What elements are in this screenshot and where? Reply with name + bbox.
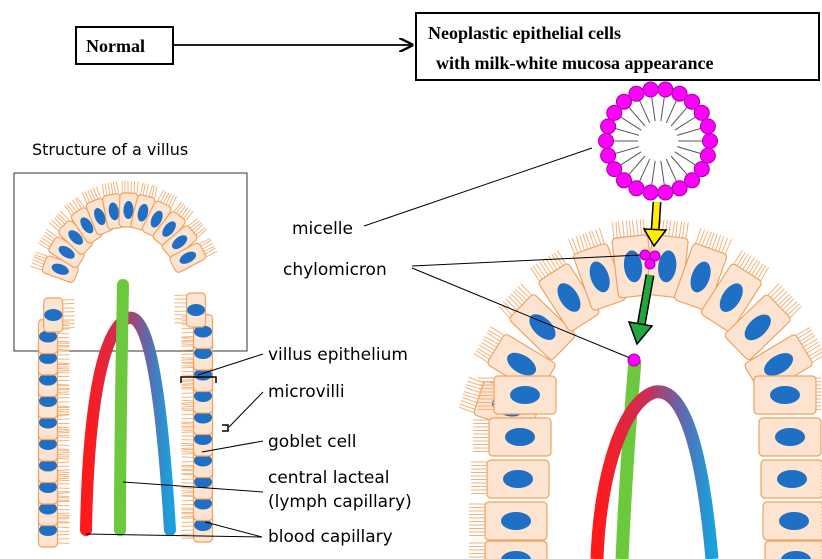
goblet-cell-label: goblet cell: [268, 432, 357, 452]
microvilli-hairs: [182, 423, 194, 452]
lipid-head: [703, 134, 718, 149]
epithelial-cell: [759, 418, 821, 456]
lipid-head: [607, 162, 622, 177]
microvilli-hairs: [58, 493, 70, 522]
microvilli-hairs: [471, 462, 487, 494]
nucleus: [187, 304, 205, 316]
microvilli-hairs: [469, 543, 485, 559]
blood-capillary-right: [597, 392, 712, 559]
microvilli-hairs: [182, 338, 194, 366]
nucleus: [503, 470, 533, 488]
lipid-head: [658, 185, 673, 200]
leader-micelle: [364, 148, 592, 226]
microvilli-hairs: [58, 385, 70, 414]
epithelial-cell: [485, 502, 547, 540]
structure-label: Structure of a villus: [32, 140, 188, 159]
central-lacteal-left: [120, 285, 123, 530]
chylomicron-label: chylomicron: [283, 260, 387, 280]
lipid-head: [601, 148, 616, 163]
epithelial-cell: [487, 460, 549, 498]
epithelial-cell: [485, 541, 547, 559]
epithelial-cell: [494, 376, 556, 414]
epithelial-cell: [44, 298, 75, 332]
leader-microvilli: [229, 392, 263, 427]
microvilli-hairs: [58, 472, 70, 500]
microvilli-hairs: [182, 403, 194, 431]
microvilli-hairs: [182, 381, 194, 409]
epithelial-cell: [754, 376, 816, 414]
microvilli-hairs: [816, 378, 821, 410]
lipid-head: [672, 181, 687, 196]
nucleus: [501, 512, 531, 530]
epithelial-cell: [761, 460, 822, 498]
nucleus: [44, 309, 62, 321]
microvilli-hairs: [58, 515, 70, 543]
villus-epithelium-label: villus epithelium: [268, 345, 408, 365]
microvilli-hairs: [122, 181, 138, 194]
lipid-head: [643, 185, 658, 200]
microvilli-hairs: [58, 408, 70, 436]
epithelial-cell: [765, 541, 822, 559]
epithelial-cell: [489, 418, 551, 456]
nucleus: [775, 428, 805, 446]
lipid-head: [601, 119, 616, 134]
leader-blood-capillary-b: [205, 522, 262, 537]
microvilli-hairs: [58, 343, 70, 371]
lipid-head: [658, 82, 673, 97]
neoplastic-villus: [458, 219, 822, 559]
micelle-icon: [599, 82, 718, 200]
normal-title: Normal: [86, 36, 145, 56]
microvilli-hairs: [182, 467, 194, 496]
lipid-head: [694, 105, 709, 120]
microvilli-label: microvilli: [268, 382, 345, 402]
microvilli-hairs: [63, 300, 75, 328]
epithelial-cell: [763, 502, 822, 540]
yellow-arrow-shaft-fill: [655, 202, 657, 232]
lipid-head: [599, 134, 614, 149]
lipid-head: [643, 82, 658, 97]
central-lacteal-right: [622, 360, 635, 559]
nucleus: [510, 386, 540, 404]
chylomicron-particle: [640, 250, 650, 260]
microvilli-hairs: [58, 429, 70, 457]
microvilli-hairs: [182, 360, 194, 388]
blood-capillary-label: blood capillary: [268, 527, 393, 547]
nucleus: [777, 470, 807, 488]
lipid-head: [700, 119, 715, 134]
central-lacteal-label-2: (lymph capillary): [268, 492, 412, 512]
chylomicron-particle: [628, 354, 640, 366]
microvilli-hairs: [473, 420, 489, 452]
microvilli-bracket: [222, 425, 228, 431]
green-arrow-head: [629, 322, 652, 344]
nucleus: [779, 512, 809, 530]
microvilli-hairs: [182, 510, 194, 539]
blood-capillary-left: [86, 318, 170, 530]
microvilli-hairs: [182, 488, 194, 517]
micelle-label: micelle: [292, 219, 353, 239]
neoplastic-title-line1: Neoplastic epithelial cells: [428, 23, 621, 43]
microvilli-hairs: [175, 295, 187, 323]
microvilli-hairs: [58, 365, 70, 393]
microvilli-hairs: [58, 451, 70, 479]
chylomicron-particle: [645, 259, 655, 269]
nucleus: [770, 386, 800, 404]
epithelial-cell: [175, 293, 206, 327]
nucleus: [505, 428, 535, 446]
central-lacteal-label-1: central lacteal: [268, 468, 390, 488]
microvilli-hairs: [182, 445, 194, 474]
neoplastic-title-line2: with milk-white mucosa appearance: [436, 53, 714, 73]
lipid-head: [700, 148, 715, 163]
lipid-head: [629, 86, 644, 101]
microvilli-hairs: [469, 504, 485, 536]
